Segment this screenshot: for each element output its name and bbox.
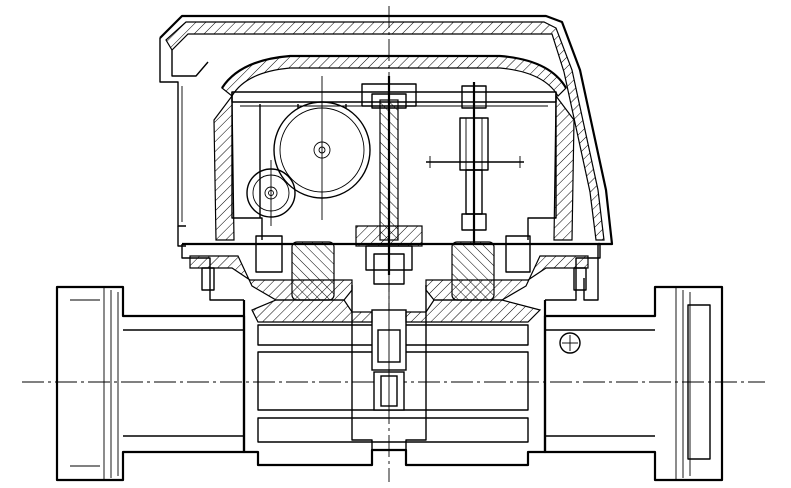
central-shaft (355, 76, 423, 285)
pointer-assembly (426, 82, 524, 244)
left-pipe-connection (55, 285, 246, 482)
coupling-plate (181, 235, 601, 323)
meter-body (242, 280, 547, 467)
right-pipe-connection (543, 285, 724, 482)
gear-train (246, 76, 371, 226)
left-magnet (291, 241, 335, 301)
screw-head (559, 332, 581, 354)
right-magnet (451, 241, 495, 301)
register-lid (159, 14, 614, 301)
